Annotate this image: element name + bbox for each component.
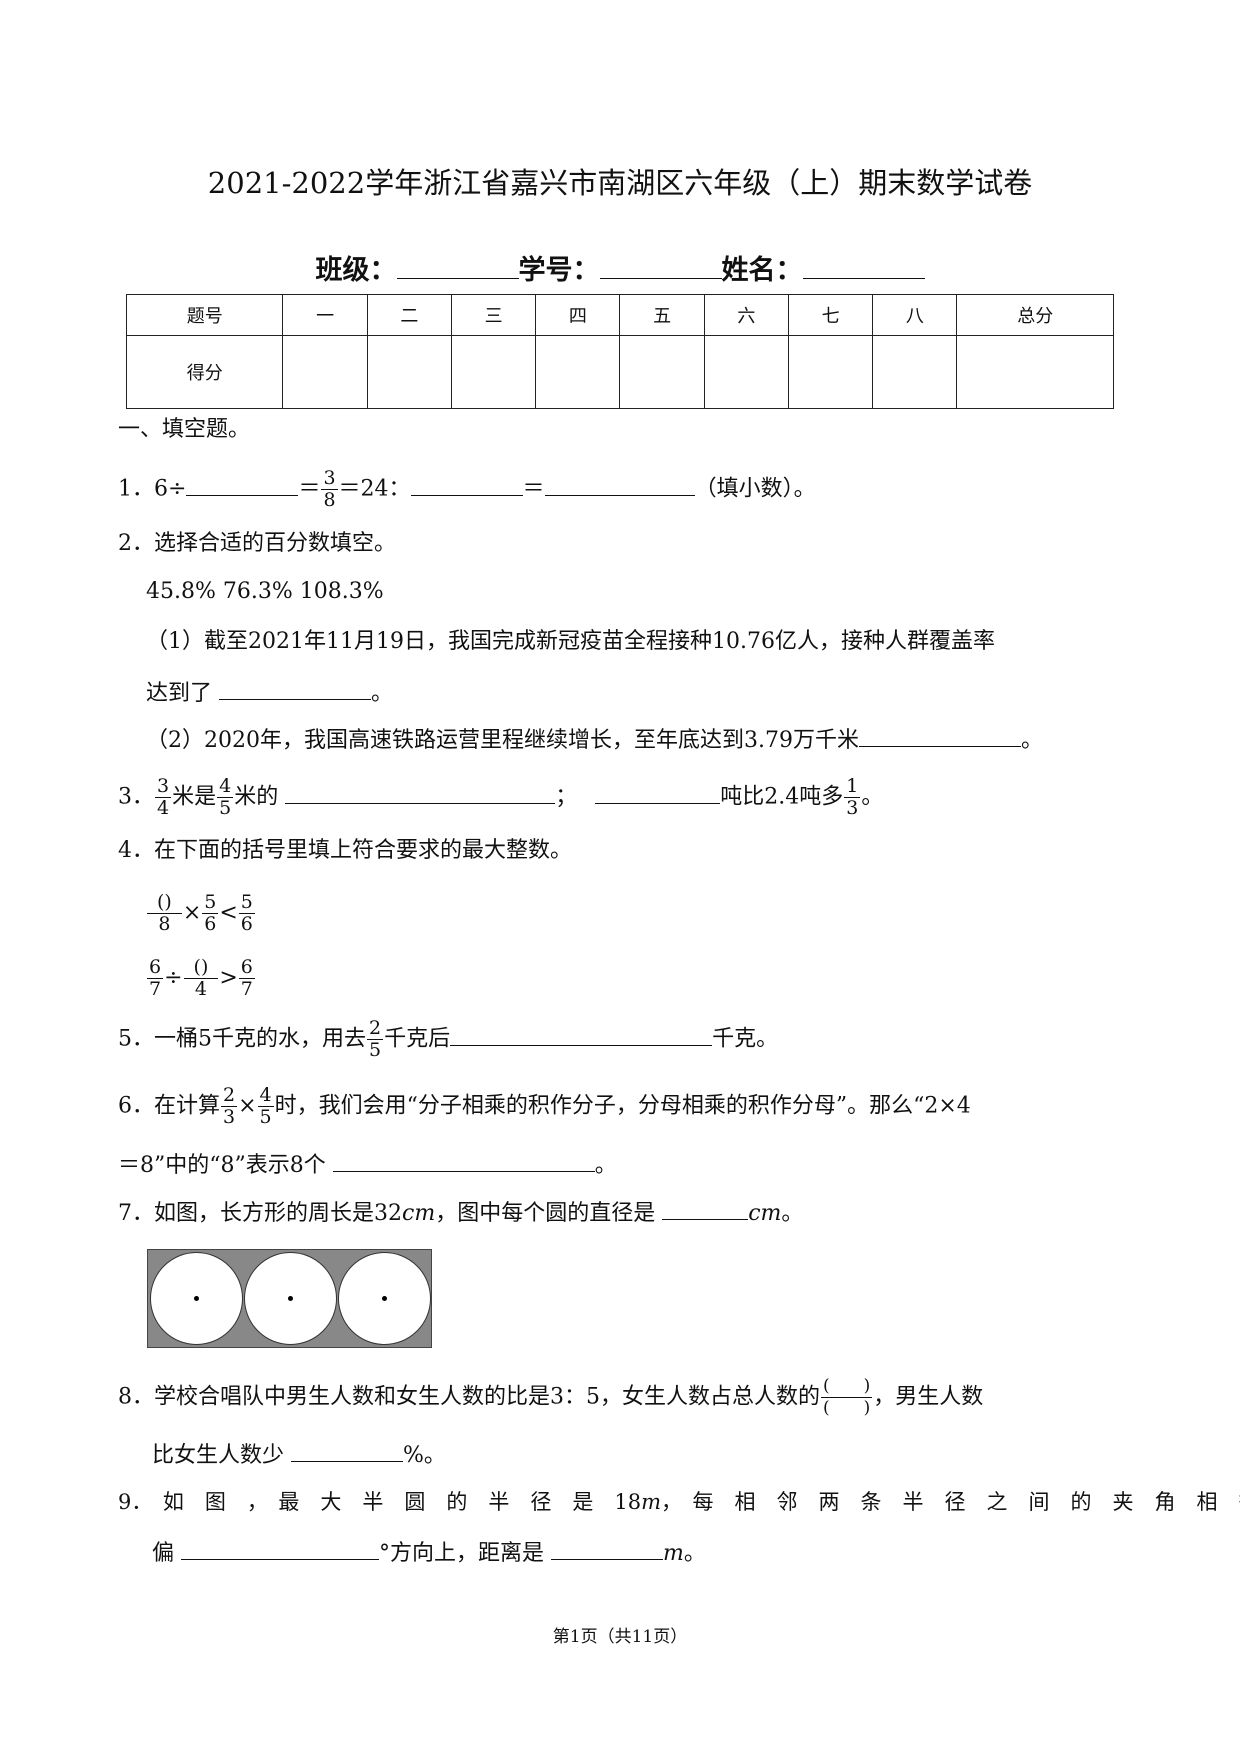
- name-blank[interactable]: [802, 254, 925, 279]
- q2-part1-answer: 达到了 。: [146, 675, 393, 709]
- answer-blank[interactable]: [544, 471, 695, 496]
- score-row-label: 得分: [125, 335, 284, 409]
- score-header-cell: 八: [872, 294, 958, 336]
- score-header-cell: 一: [282, 294, 368, 336]
- page-title: 2021-2022学年浙江省嘉兴市南湖区六年级（上）期末数学试卷: [207, 166, 1033, 200]
- question-9: 9． 如 图 ， 最 大 半 圆 的 半 径 是 18m， 每 相 邻 两 条 …: [118, 1490, 1240, 1514]
- answer-blank[interactable]: [595, 779, 721, 804]
- score-cell[interactable]: [282, 335, 368, 409]
- score-cell[interactable]: [366, 335, 452, 409]
- answer-blank[interactable]: [410, 471, 523, 496]
- student-info: 班级： 学号： 姓名：: [0, 248, 1240, 287]
- question-8: 8．学校合唱队中男生人数和女生人数的比是3：5，女生人数占总人数的( )( )，…: [118, 1376, 984, 1418]
- answer-blank[interactable]: [181, 1535, 380, 1560]
- score-cell[interactable]: [535, 335, 621, 409]
- id-label: 学号：: [518, 255, 600, 286]
- q2-part2: （2）2020年，我国高速铁路运营里程继续增长，至年底达到3.79万千米。: [146, 722, 1043, 756]
- score-table: 题号一二三四五六七八总分 得分: [125, 294, 1114, 409]
- question-6-cont: ＝8”中的“8”表示8个 。: [118, 1147, 617, 1181]
- score-cell[interactable]: [703, 335, 789, 409]
- name-label: 姓名：: [721, 255, 803, 286]
- score-header-cell: 四: [535, 294, 621, 336]
- score-header-cell: 题号: [125, 294, 284, 336]
- answer-blank[interactable]: [662, 1195, 749, 1220]
- id-blank[interactable]: [599, 254, 722, 279]
- question-7: 7．如图，长方形的周长是32cm，图中每个圆的直径是 cm。: [118, 1195, 803, 1229]
- answer-blank[interactable]: [332, 1147, 595, 1172]
- score-header-cell: 二: [366, 294, 452, 336]
- score-header-cell: 六: [703, 294, 789, 336]
- score-header-cell: 总分: [956, 294, 1114, 336]
- q2-part1: （1）截至2021年11月19日，我国完成新冠疫苗全程接种10.76亿人，接种人…: [146, 629, 995, 654]
- percent-options: 45.8% 76.3% 108.3%: [146, 579, 384, 604]
- answer-blank[interactable]: [186, 471, 299, 496]
- page-number: 第1页（共11页）: [552, 1627, 688, 1647]
- score-header-cell: 五: [619, 294, 705, 336]
- answer-blank[interactable]: [285, 779, 556, 804]
- answer-blank[interactable]: [858, 722, 1021, 747]
- rectangle-circles-figure: [147, 1249, 432, 1348]
- circle: [150, 1252, 243, 1345]
- answer-blank[interactable]: [291, 1437, 404, 1462]
- question-2: 2．选择合适的百分数填空。: [118, 531, 396, 556]
- score-cell[interactable]: [619, 335, 705, 409]
- score-cell[interactable]: [956, 335, 1114, 409]
- circle: [338, 1252, 431, 1345]
- score-header-cell: 七: [787, 294, 874, 336]
- score-cell[interactable]: [872, 335, 958, 409]
- class-blank[interactable]: [396, 254, 519, 279]
- circle: [244, 1252, 337, 1345]
- class-label: 班级：: [315, 255, 397, 286]
- score-cell[interactable]: [787, 335, 874, 409]
- score-header-cell: 三: [450, 294, 537, 336]
- question-4: 4．在下面的括号里填上符合要求的最大整数。: [118, 838, 572, 863]
- answer-blank[interactable]: [219, 675, 372, 700]
- answer-blank[interactable]: [450, 1021, 713, 1046]
- answer-blank[interactable]: [551, 1535, 664, 1560]
- score-cell[interactable]: [450, 335, 537, 409]
- section-title: 一、填空题。: [118, 417, 251, 442]
- question-8-cont: 比女生人数少 %。: [152, 1437, 446, 1471]
- question-9-cont: 偏 °方向上，距离是 m。: [152, 1535, 706, 1569]
